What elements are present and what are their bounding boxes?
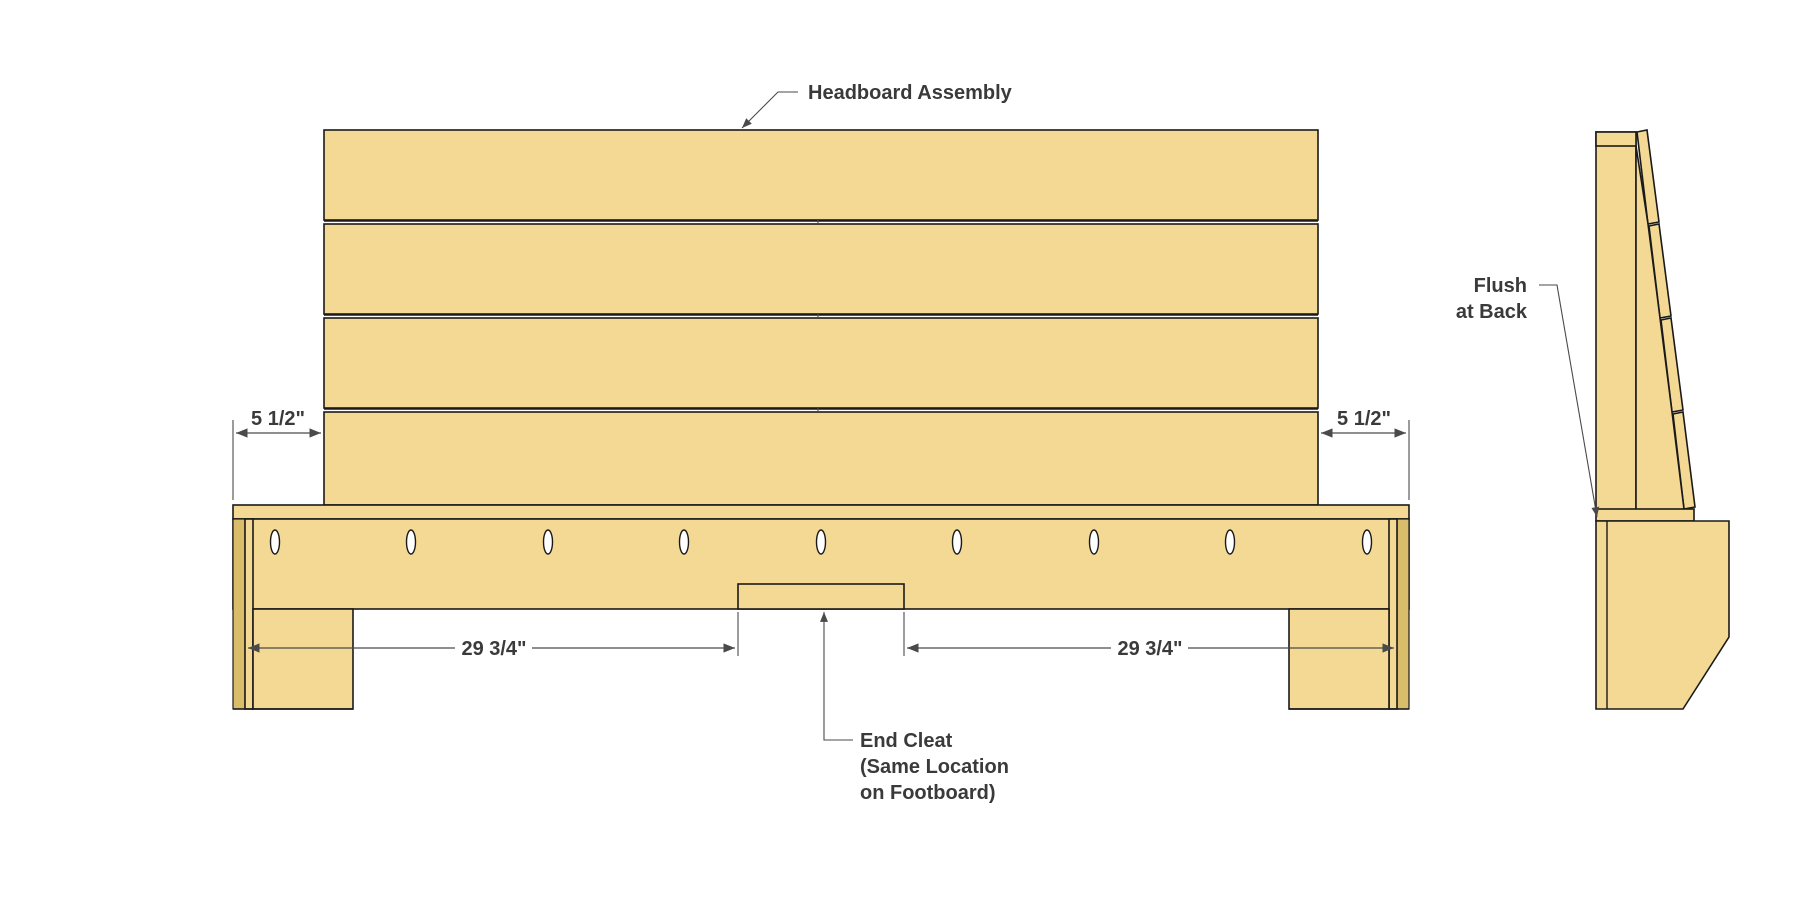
- pocket-hole: [815, 529, 827, 555]
- pocket-hole: [269, 529, 281, 555]
- end-cleat-callout: End Cleat (Same Location on Footboard): [820, 612, 1009, 804]
- dimension-right-offset-label: 5 1/2": [1337, 408, 1391, 430]
- headboard-board-4: [323, 411, 1319, 506]
- top-rail-cap: [232, 504, 1410, 520]
- end-cleat: [737, 583, 905, 610]
- end-cleat-label-line2: (Same Location: [860, 756, 1009, 778]
- dimension-left-span-label: 29 3/4": [461, 638, 526, 660]
- end-cleat-label-line3: on Footboard): [860, 782, 996, 804]
- headboard-board-2: [323, 223, 1319, 315]
- side-board-1: [1636, 129, 1660, 225]
- pocket-hole: [951, 529, 963, 555]
- headboard-board-3: [323, 317, 1319, 409]
- side-view: Flush at Back: [1456, 129, 1730, 710]
- dimension-right-offset: 5 1/2": [1321, 408, 1410, 500]
- pocket-hole: [405, 529, 417, 555]
- pocket-hole: [678, 529, 690, 555]
- pocket-hole: [1224, 529, 1236, 555]
- right-leg: [1288, 518, 1410, 710]
- flush-label-line2: at Back: [1456, 301, 1528, 323]
- headboard-board-1: [323, 129, 1319, 221]
- dimension-right-span-label: 29 3/4": [1117, 638, 1182, 660]
- pocket-hole: [1361, 529, 1373, 555]
- headboard-assembly-label: Headboard Assembly: [808, 82, 1013, 104]
- side-headboard-post: [1595, 131, 1637, 514]
- pocket-hole: [542, 529, 554, 555]
- pocket-holes: [269, 529, 1373, 555]
- side-top-cap: [1595, 508, 1695, 522]
- dimension-left-offset: 5 1/2": [232, 408, 321, 500]
- pocket-hole: [1088, 529, 1100, 555]
- dimension-left-offset-label: 5 1/2": [251, 408, 305, 430]
- headboard-assembly-callout: Headboard Assembly: [741, 82, 1013, 129]
- headboard-panel: [323, 129, 1319, 506]
- left-leg: [232, 518, 354, 710]
- side-rail: [1595, 520, 1730, 710]
- dimension-right-span: 29 3/4": [903, 612, 1394, 660]
- flush-at-back-callout: Flush at Back: [1456, 275, 1600, 518]
- end-cleat-label-line1: End Cleat: [860, 730, 953, 752]
- front-view: Headboard Assembly 5 1/2" 5 1/2" 29 3/4"…: [232, 82, 1410, 804]
- dimension-left-span: 29 3/4": [248, 612, 739, 660]
- flush-label-line1: Flush: [1474, 275, 1527, 297]
